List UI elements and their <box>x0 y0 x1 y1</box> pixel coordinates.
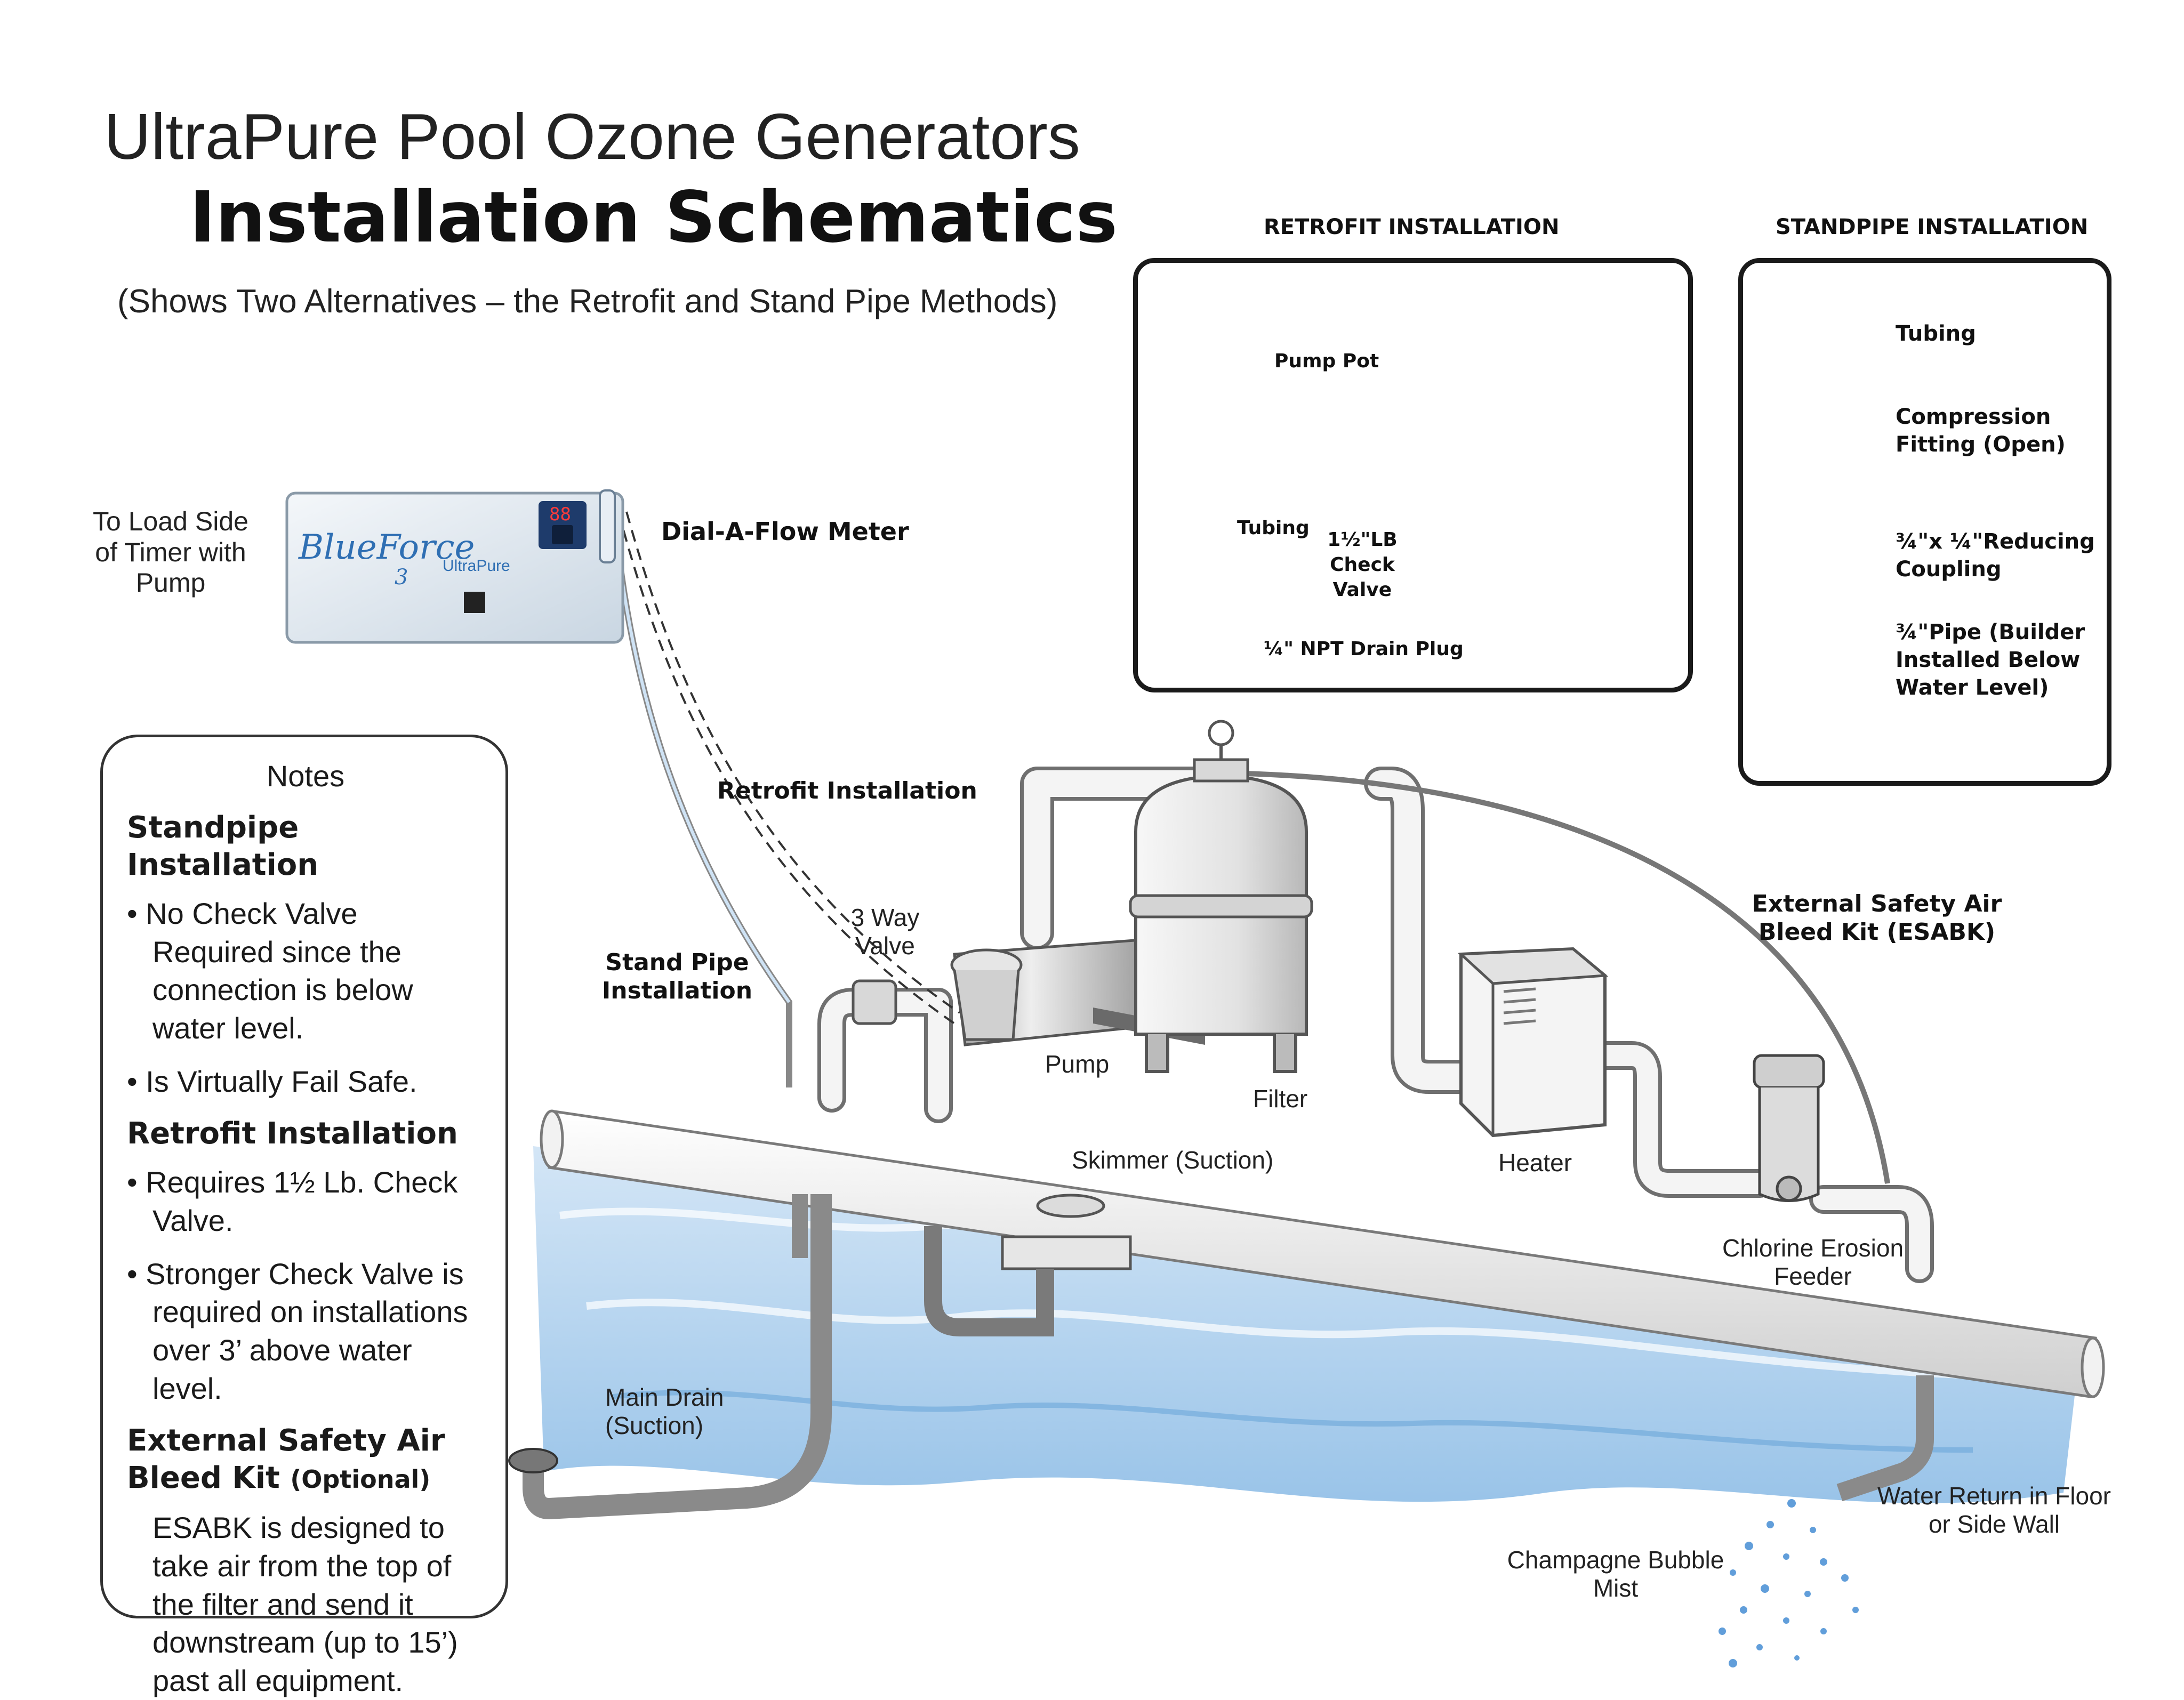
device-brand: BlueForce <box>299 528 475 567</box>
filter-tank <box>1129 720 1313 1073</box>
notes-standpipe-item: • No Check Valve Required since the conn… <box>127 897 413 1045</box>
notes-esabk-optional: (Optional) <box>290 1465 431 1494</box>
retrofit-detail-box <box>1133 258 1693 692</box>
stand-pipe-installation-label: Stand Pipe Installation <box>601 949 753 1004</box>
heater-unit <box>1457 947 1609 1138</box>
esabk-label: External Safety Air Bleed Kit (ESABK) <box>1752 890 2002 946</box>
chlorine-feeder-label: Chlorine Erosion Feeder <box>1722 1234 1904 1290</box>
champagne-mist-label: Champagne Bubble Mist <box>1507 1546 1724 1602</box>
check-valve-label: 1½"LB Check Valve <box>1327 529 1398 601</box>
water-return-label: Water Return in Floor or Side Wall <box>1877 1482 2111 1538</box>
notes-esabk-title: External Safety Air Bleed Kit (Optional) <box>127 1423 445 1496</box>
skimmer-label: Skimmer (Suction) <box>1072 1146 1274 1174</box>
standpipe-tubing-label: Tubing <box>1896 321 1976 346</box>
chlorine-feeder <box>1753 1054 1825 1202</box>
retrofit-tubing-label: Tubing <box>1237 517 1310 539</box>
notes-standpipe-item: • Is Virtually Fail Safe. <box>127 1064 417 1098</box>
standpipe-detail-box <box>1738 258 2111 786</box>
main-drain-label: Main Drain (Suction) <box>605 1383 724 1439</box>
drain-plug-label: ¼" NPT Drain Plug <box>1264 638 1464 660</box>
subtitle: (Shows Two Alternatives – the Retrofit a… <box>117 283 1058 320</box>
retrofit-installation-label: Retrofit Installation <box>717 777 977 804</box>
device-display: 88 <box>549 504 571 525</box>
title-line-1: UltraPure Pool Ozone Generators <box>104 100 1080 173</box>
retrofit-box-heading: RETROFIT INSTALLATION <box>1264 215 1560 239</box>
dial-a-flow-meter-label: Dial-A-Flow Meter <box>661 517 909 546</box>
notes-standpipe-title: Standpipe Installation <box>127 810 319 882</box>
standpipe-box-heading: STANDPIPE INSTALLATION <box>1776 215 2089 239</box>
title-line-2: Installation Schematics <box>189 176 1118 259</box>
main-drain-piping <box>508 1194 832 1520</box>
notes-retrofit-title: Retrofit Installation <box>127 1116 458 1151</box>
reducing-coupling-label: ¾"x ¼"Reducing Coupling <box>1896 529 2095 582</box>
water-return <box>1719 1375 1934 1667</box>
device-model: 3 <box>395 565 408 590</box>
filter-label: Filter <box>1253 1085 1308 1113</box>
skimmer <box>924 1194 1132 1336</box>
notes-retrofit-item: • Requires 1½ Lb. Check Valve. <box>127 1165 458 1238</box>
device-maker: UltraPure <box>443 557 510 575</box>
three-way-valve-label: 3 Way Valve <box>850 904 920 960</box>
notes-esabk-text: ESABK is designed to take air from the t… <box>152 1511 458 1698</box>
notes-retrofit-item: • Stronger Check Valve is required on in… <box>127 1256 468 1405</box>
notes-heading: Notes <box>266 759 345 793</box>
notes-panel: Notes Standpipe Installation • No Check … <box>100 735 508 1697</box>
ozone-tubing <box>610 501 1890 1184</box>
heater-label: Heater <box>1498 1149 1572 1177</box>
blueforce-device-art <box>285 489 624 644</box>
pump-label: Pump <box>1045 1050 1110 1078</box>
device-side-label: To Load Side of Timer with Pump <box>93 506 248 598</box>
compression-fitting-label: Compression Fitting (Open) <box>1896 405 2066 457</box>
pool-coping <box>540 1109 2105 1398</box>
builder-pipe-label: ¾"Pipe (Builder Installed Below Water Le… <box>1896 620 2085 700</box>
pump-pot-label: Pump Pot <box>1274 350 1379 372</box>
